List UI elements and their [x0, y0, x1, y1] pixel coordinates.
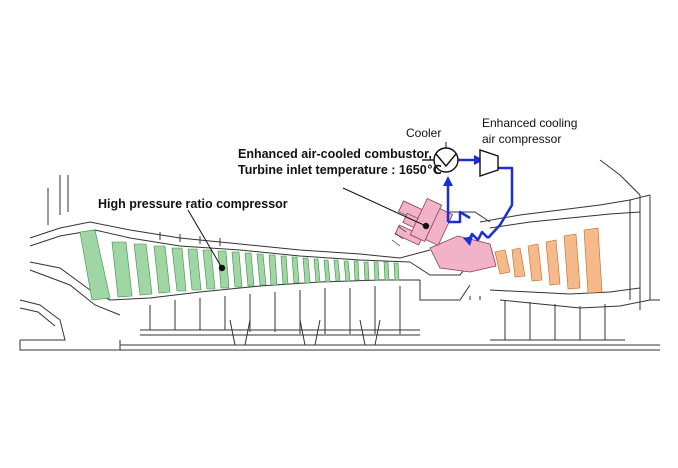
leader-lines [187, 142, 447, 269]
turbine-blades [494, 227, 603, 294]
cooling-air-compressor-symbol [479, 149, 499, 177]
label-cooling-compressor-line2: air compressor [482, 132, 561, 146]
cooling-air-arrowheads [443, 155, 484, 246]
cooler-symbol [422, 147, 459, 173]
cooling-air-path [446, 158, 514, 243]
combustor [391, 197, 497, 273]
engine-casing-outline [19, 159, 660, 351]
label-cooler: Cooler [406, 126, 441, 140]
leader-dots [218, 222, 430, 272]
compressor-blades [79, 229, 400, 301]
label-combustor-line2: Turbine inlet temperature : 1650℃ [238, 163, 442, 177]
label-high-pressure-ratio-compressor: High pressure ratio compressor [98, 197, 288, 211]
fuel-nozzle-assembly [394, 197, 454, 246]
label-combustor-line1: Enhanced air-cooled combustor, [238, 147, 432, 161]
label-cooling-compressor-line1: Enhanced cooling [482, 116, 577, 130]
